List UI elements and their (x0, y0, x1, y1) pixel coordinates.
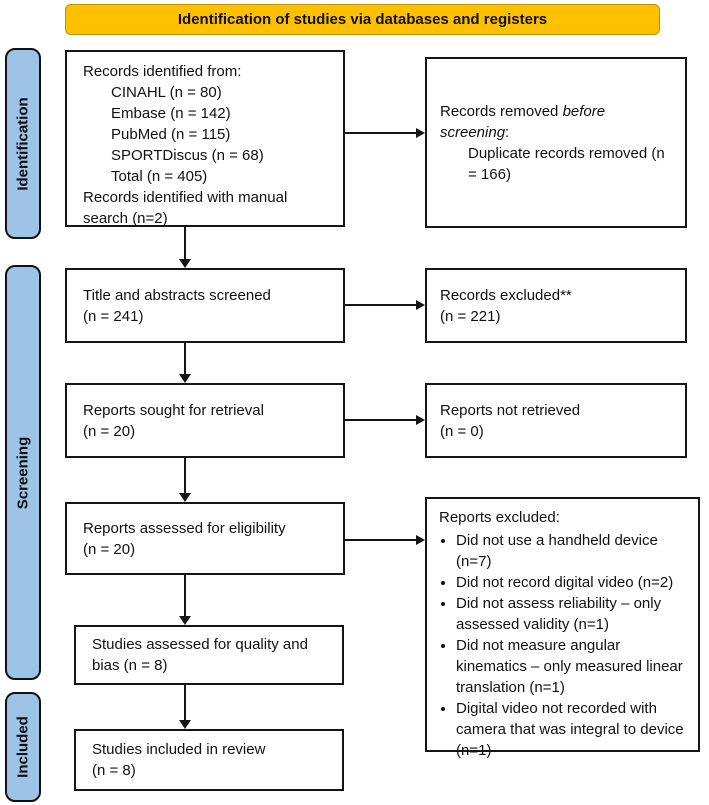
records-excluded-line1: Records excluded** (440, 286, 572, 304)
stage-identification-label: Identification (14, 96, 32, 191)
arrow-assessed-to-reasons-head (416, 535, 425, 545)
arrow-screened-to-sought-head (179, 374, 191, 383)
records-removed-prefix: Records removed (440, 102, 563, 120)
arrow-assessed-to-reasons-line (345, 539, 417, 541)
reports-not-retrieved-line2: (n = 0) (440, 422, 484, 440)
arrow-quality-to-included-head (179, 720, 191, 729)
records-removed-line: Records removed before screening: (440, 101, 675, 143)
records-removed-suffix: : (505, 123, 510, 141)
stage-included: Included (5, 692, 41, 802)
records-identified-pubmed: PubMed (n = 115) (111, 126, 231, 143)
arrow-screened-to-excluded-line (345, 304, 417, 306)
records-identified-embase: Embase (n = 142) (111, 105, 231, 122)
reports-assessed-line1: Reports assessed for eligibility (83, 519, 286, 537)
box-reports-excluded-reasons: Reports excluded: Did not use a handheld… (425, 497, 700, 759)
banner-label: Identification of studies via databases … (177, 11, 548, 28)
arrow-identified-to-screened-head (179, 259, 191, 268)
reports-sought-line1: Reports sought for retrieval (83, 401, 264, 419)
titles-screened-line1: Title and abstracts screened (83, 286, 271, 304)
arrow-sought-to-notretrieved-head (416, 415, 425, 425)
records-identified-total: Total (n = 405) (111, 168, 208, 185)
arrow-sought-to-assessed-line (184, 458, 186, 494)
reports-excluded-item: Did not record digital video (n=2) (456, 572, 692, 593)
reports-excluded-title: Reports excluded: (439, 509, 560, 526)
arrow-assessed-to-quality-line (184, 575, 186, 617)
box-reports-sought: Reports sought for retrieval (n = 20) (65, 383, 345, 458)
reports-excluded-item: Did not assess reliability – only assess… (456, 593, 692, 635)
reports-excluded-item: Did not measure angular kinematics – onl… (456, 635, 692, 698)
reports-assessed-line2: (n = 20) (83, 540, 136, 558)
records-identified-line: Records identified from: (83, 63, 242, 80)
records-removed-duplicates: Duplicate records removed (n = 166) (468, 144, 665, 183)
box-titles-screened: Title and abstracts screened (n = 241) (65, 268, 345, 343)
records-identified-manual-search: Records identified with manual search (n… (83, 189, 288, 227)
box-studies-included: Studies included in review (n = 8) (74, 729, 344, 791)
studies-assessed-line1: Studies assessed for quality and (92, 636, 308, 653)
reports-excluded-item: Did not use a handheld device (n=7) (456, 530, 692, 572)
box-reports-assessed: Reports assessed for eligibility (n = 20… (65, 502, 345, 575)
box-records-removed: Records removed before screening: Duplic… (425, 57, 687, 228)
stage-included-label: Included (14, 716, 32, 778)
box-studies-assessed: Studies assessed for quality and bias (n… (74, 625, 344, 685)
arrow-screened-to-sought-line (184, 343, 186, 375)
studies-assessed-line2: bias (n = 8) (92, 657, 168, 674)
stage-identification: Identification (5, 48, 41, 239)
studies-included-line1: Studies included in review (92, 741, 266, 758)
records-excluded-line2: (n = 221) (440, 307, 501, 325)
arrow-identified-to-removed-line (345, 132, 417, 134)
arrow-assessed-to-quality-head (179, 616, 191, 625)
stage-screening: Screening (5, 265, 41, 680)
reports-excluded-item: Digital video not recorded with camera t… (456, 698, 692, 761)
arrow-sought-to-assessed-head (179, 493, 191, 502)
arrow-sought-to-notretrieved-line (345, 419, 417, 421)
studies-included-line2: (n = 8) (92, 762, 136, 779)
records-identified-sportdiscus: SPORTDiscus (n = 68) (111, 147, 264, 164)
box-reports-not-retrieved: Reports not retrieved (n = 0) (425, 383, 687, 458)
reports-sought-line2: (n = 20) (83, 422, 136, 440)
records-removed-italic: before screening (440, 102, 606, 141)
stage-screening-label: Screening (14, 436, 32, 509)
box-records-identified: Records identified from: CINAHL (n = 80)… (65, 50, 345, 227)
reports-not-retrieved-line1: Reports not retrieved (440, 401, 581, 419)
arrow-screened-to-excluded-head (416, 300, 425, 310)
box-records-excluded: Records excluded** (n = 221) (425, 268, 687, 343)
arrow-quality-to-included-line (184, 685, 186, 721)
arrow-identified-to-removed-head (416, 128, 425, 138)
banner-identification-of-studies: Identification of studies via databases … (65, 4, 660, 35)
arrow-identified-to-screened-line (184, 227, 186, 260)
records-identified-cinahl: CINAHL (n = 80) (111, 84, 222, 101)
titles-screened-line2: (n = 241) (83, 307, 144, 325)
reports-excluded-list: Did not use a handheld device (n=7) Did … (439, 530, 692, 761)
